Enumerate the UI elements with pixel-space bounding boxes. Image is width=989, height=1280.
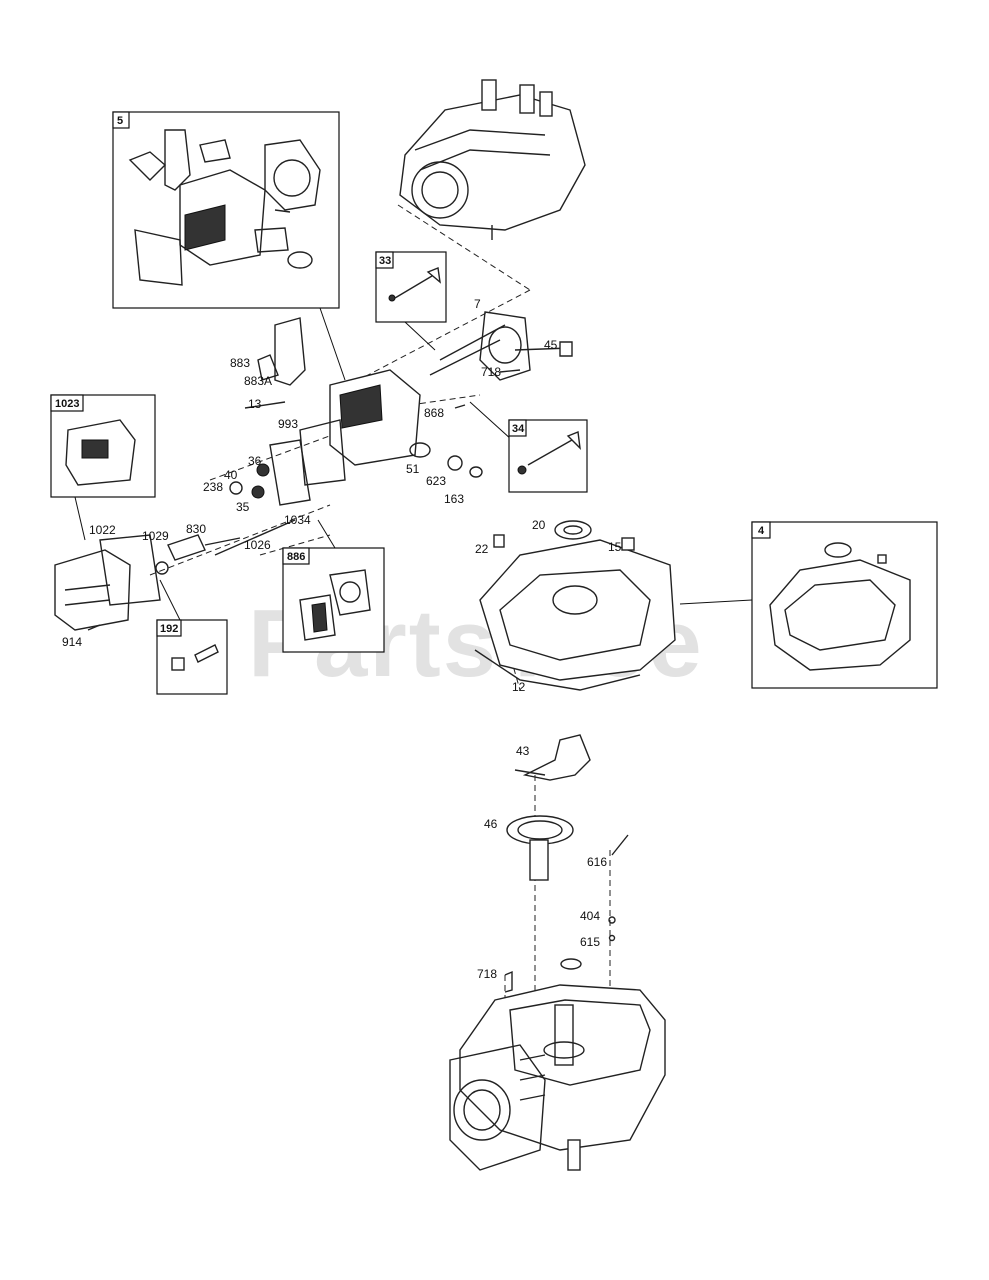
- part-labels: 7 45 718 883 883A 13 993 868 36 40 238 3…: [62, 297, 622, 981]
- part-label-45: 45: [544, 338, 558, 352]
- box-number-34: 34: [512, 423, 525, 435]
- box-number-1023: 1023: [55, 398, 79, 410]
- part-label-35: 35: [236, 500, 250, 514]
- part-label-883a: 883A: [244, 374, 272, 388]
- part-label-163: 163: [444, 492, 464, 506]
- box-number-5: 5: [117, 115, 123, 127]
- box-number-192: 192: [160, 623, 178, 635]
- part-label-36: 36: [248, 454, 262, 468]
- part-label-830: 830: [186, 522, 206, 536]
- callout-box-34: 34: [508, 419, 588, 493]
- part-label-914: 914: [62, 635, 82, 649]
- part-label-616: 616: [587, 855, 607, 869]
- part-label-43: 43: [516, 744, 530, 758]
- callout-box-1023: 1023: [50, 394, 156, 498]
- engine-block-top: [399, 79, 586, 240]
- part-label-883: 883: [230, 356, 250, 370]
- part-label-1026: 1026: [244, 538, 271, 552]
- box-number-886: 886: [287, 551, 305, 563]
- callout-box-33: 33: [375, 251, 447, 323]
- muffler-assembly: [54, 519, 296, 631]
- crankcase-block: [449, 984, 666, 1171]
- part-label-7: 7: [474, 297, 481, 311]
- box-number-33: 33: [379, 255, 391, 267]
- leader-lines: [74, 307, 753, 621]
- callout-box-886: 886: [282, 547, 385, 653]
- part-label-15: 15: [608, 540, 622, 554]
- part-label-1022: 1022: [89, 523, 116, 537]
- box-number-4: 4: [758, 525, 765, 537]
- cylinder-head-assembly: [229, 311, 573, 506]
- part-label-404: 404: [580, 909, 600, 923]
- part-label-22: 22: [475, 542, 489, 556]
- part-label-238: 238: [203, 480, 223, 494]
- part-label-1029: 1029: [142, 529, 169, 543]
- part-label-20: 20: [532, 518, 546, 532]
- callout-box-5: 5: [112, 111, 340, 309]
- part-label-46: 46: [484, 817, 498, 831]
- part-label-623: 623: [426, 474, 446, 488]
- callout-box-4: 4: [751, 521, 938, 689]
- part-label-51: 51: [406, 462, 420, 476]
- part-label-1034: 1034: [284, 513, 311, 527]
- part-label-13: 13: [248, 397, 262, 411]
- governor-and-camshaft: [504, 734, 629, 993]
- part-label-718: 718: [481, 365, 501, 379]
- callout-box-192: 192: [156, 619, 228, 695]
- part-label-993: 993: [278, 417, 298, 431]
- part-label-868: 868: [424, 406, 444, 420]
- part-label-718-lower: 718: [477, 967, 497, 981]
- part-label-615: 615: [580, 935, 600, 949]
- part-label-12: 12: [512, 680, 526, 694]
- crankcase-cover: [474, 520, 676, 691]
- part-label-40: 40: [224, 468, 238, 482]
